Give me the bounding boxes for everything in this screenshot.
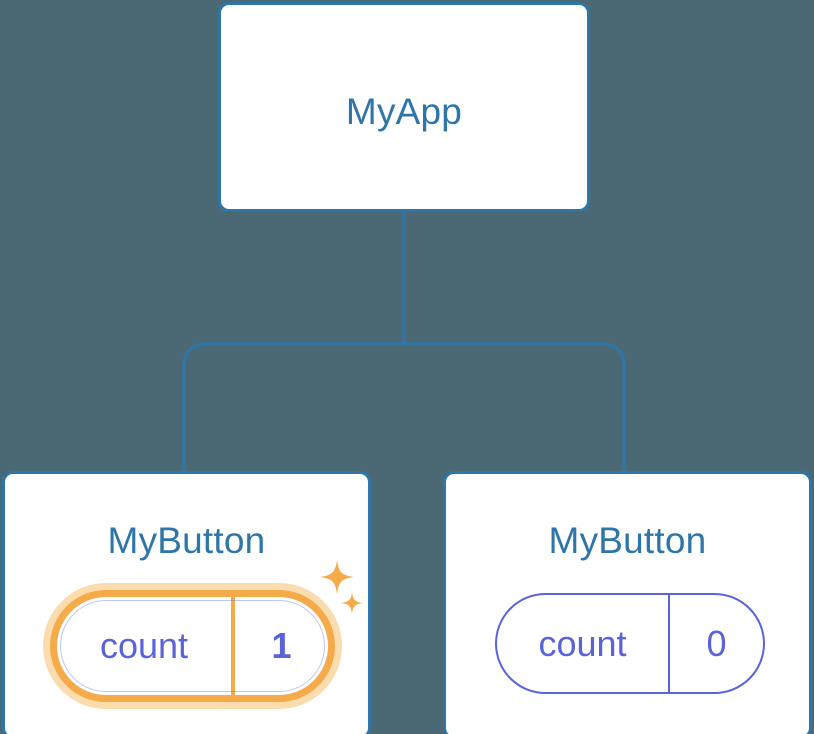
component-card-child-1[interactable]: MyButton count 1 <box>2 471 371 734</box>
state-pill-highlighted[interactable]: count 1 <box>50 590 335 702</box>
state-key: count <box>99 625 189 666</box>
state-key: count <box>538 622 627 664</box>
component-title: MyButton <box>548 520 707 561</box>
state-value: 0 <box>668 595 763 692</box>
state-value: 1 <box>231 597 328 695</box>
state-pill[interactable]: count 0 <box>495 593 765 694</box>
component-card-child-2[interactable]: MyButton count 0 <box>443 471 812 734</box>
component-title: MyButton <box>107 520 266 561</box>
edge-branch-right <box>404 342 626 473</box>
component-title: MyApp <box>345 91 463 132</box>
edge-branch-left <box>182 342 404 473</box>
component-card-root[interactable]: MyApp <box>218 2 590 212</box>
